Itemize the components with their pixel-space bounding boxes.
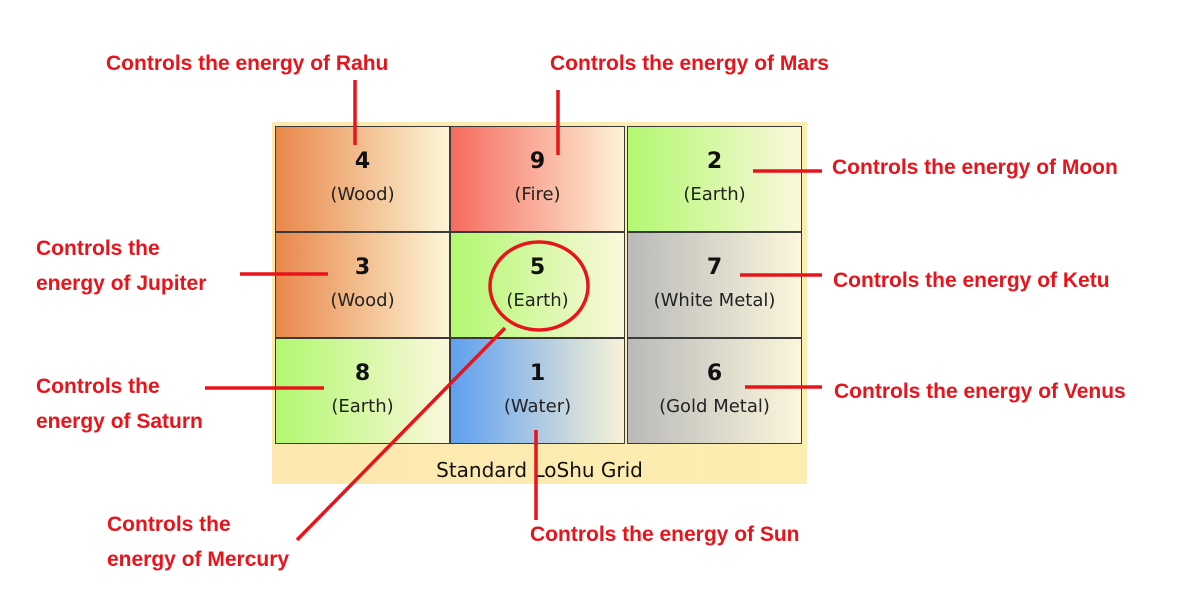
label-jupiter-2: energy of Jupiter bbox=[36, 272, 207, 295]
cell-7: 7 (White Metal) bbox=[627, 232, 802, 338]
label-ketu: Controls the energy of Ketu bbox=[833, 269, 1110, 292]
cell-5: 5 (Earth) bbox=[450, 232, 625, 338]
cell-number: 8 bbox=[354, 361, 371, 386]
grid-caption: Standard LoShu Grid bbox=[436, 458, 643, 482]
cell-element: (Wood) bbox=[330, 184, 395, 205]
highlight-circle bbox=[488, 240, 590, 332]
label-mercury-1: Controls the bbox=[107, 513, 231, 536]
label-sun: Controls the energy of Sun bbox=[530, 523, 800, 546]
cell-number: 5 bbox=[529, 255, 546, 280]
cell-element: (Earth) bbox=[331, 396, 394, 417]
label-saturn-2: energy of Saturn bbox=[36, 410, 203, 433]
label-jupiter-1: Controls the bbox=[36, 237, 160, 260]
cell-4: 4 (Wood) bbox=[275, 126, 450, 232]
cell-element: (Water) bbox=[503, 396, 572, 417]
cell-element: (White Metal) bbox=[653, 290, 776, 311]
cell-element: (Fire) bbox=[514, 184, 561, 205]
cell-number: 3 bbox=[354, 255, 371, 280]
cell-6: 6 (Gold Metal) bbox=[627, 338, 802, 444]
label-rahu: Controls the energy of Rahu bbox=[106, 52, 389, 75]
cell-number: 7 bbox=[706, 255, 723, 280]
cell-element: (Earth) bbox=[683, 184, 746, 205]
cell-number: 6 bbox=[706, 361, 723, 386]
cell-8: 8 (Earth) bbox=[275, 338, 450, 444]
label-moon: Controls the energy of Moon bbox=[832, 156, 1118, 179]
cell-element: (Earth) bbox=[506, 290, 569, 311]
mercury-line bbox=[295, 326, 507, 542]
label-venus: Controls the energy of Venus bbox=[834, 380, 1126, 403]
cell-number: 2 bbox=[706, 149, 723, 174]
cell-number: 9 bbox=[529, 149, 546, 174]
label-mars: Controls the energy of Mars bbox=[550, 52, 829, 75]
label-mercury-2: energy of Mercury bbox=[107, 548, 290, 571]
cell-2: 2 (Earth) bbox=[627, 126, 802, 232]
label-saturn-1: Controls the bbox=[36, 375, 160, 398]
cell-number: 1 bbox=[529, 361, 546, 386]
cell-3: 3 (Wood) bbox=[275, 232, 450, 338]
cell-number: 4 bbox=[354, 149, 371, 174]
cell-element: (Gold Metal) bbox=[659, 396, 770, 417]
cell-element: (Wood) bbox=[330, 290, 395, 311]
cell-9: 9 (Fire) bbox=[450, 126, 625, 232]
